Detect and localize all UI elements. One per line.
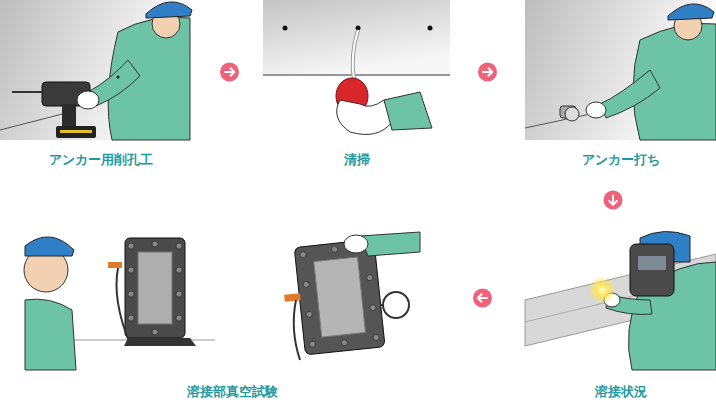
vacuum-test-illustration-part: [176, 243, 182, 249]
flow-connector: [444, 289, 521, 308]
arrow-circle: [604, 191, 623, 210]
vacuum-test-illustration-part: [125, 238, 185, 338]
vacuum-test-illustration-part: [303, 281, 310, 288]
vacuum-test-illustration-part: [152, 241, 158, 247]
arrow-circle: [478, 63, 497, 82]
vacuum-test-illustration: [24, 232, 420, 370]
process-panel: アンカー打ち: [521, 0, 716, 172]
connector-line: [444, 298, 521, 299]
anchor-illustration-part: [668, 4, 714, 20]
vacuum-test-illustration-part: [306, 311, 313, 318]
drilling-illustration-part: [117, 76, 120, 79]
drilling-illustration-part: [77, 91, 99, 109]
drilling-illustration-part: [12, 91, 42, 93]
vacuum-test-illustration-part: [25, 299, 76, 370]
cleaning-illustration-part: [428, 26, 433, 31]
vacuum-test-illustration-part: [373, 334, 380, 341]
anchor-illustration: [525, 0, 716, 140]
vacuum-test-illustration-part: [314, 257, 366, 337]
arrow-head: [489, 68, 493, 76]
flow-connector: [454, 63, 521, 82]
arrow-circle: [473, 289, 492, 308]
cleaning-illustration-part: [337, 100, 392, 134]
welding-illustration-part: [588, 276, 616, 304]
vacuum-test-illustration-part: [176, 315, 182, 321]
cleaning-illustration-part: [353, 30, 358, 80]
anchor-illustration-part: [565, 107, 579, 121]
vacuum-test-illustration-part: [128, 291, 134, 297]
vacuum-test-illustration-part: [176, 267, 182, 273]
process-panel: アンカー用削孔工: [2, 0, 200, 172]
vacuum-test-illustration-part: [25, 237, 74, 256]
anchor-illustration-part: [525, 0, 716, 140]
welding-illustration-part: [638, 256, 666, 270]
arrow-badge: [473, 289, 492, 308]
connector-line: [200, 72, 259, 73]
step-caption: 清掃: [259, 151, 454, 169]
drilling-illustration-part: [56, 126, 96, 138]
vacuum-test-illustration-part: [128, 315, 134, 321]
anchor-illustration-part: [586, 102, 606, 118]
connector-line: [454, 72, 521, 73]
welding-illustration-part: [630, 244, 674, 296]
vacuum-test-illustration-part: [117, 268, 131, 344]
vacuum-test-illustration-part: [360, 232, 420, 256]
vacuum-test-illustration-part: [300, 251, 307, 258]
cleaning-illustration-part: [353, 30, 358, 80]
vacuum-test-illustration-part: [331, 246, 338, 253]
process-panel: 溶接部真空試験: [21, 228, 444, 404]
vacuum-test-illustration-part: [299, 243, 379, 350]
anchor-illustration-part: [600, 70, 660, 118]
vacuum-test-illustration-part: [108, 262, 122, 268]
arrow-badge: [478, 63, 497, 82]
step-caption: アンカー打ち: [521, 151, 716, 169]
arrow-head: [478, 294, 482, 302]
cleaning-illustration-part: [263, 74, 450, 76]
step-caption: 溶接状況: [521, 383, 716, 401]
cleaning-illustration-part: [283, 26, 288, 31]
cleaning-illustration: [263, 0, 450, 134]
vacuum-test-illustration-part: [176, 291, 182, 297]
vacuum-test-illustration-part: [309, 341, 316, 348]
vacuum-test-illustration-part: [344, 235, 368, 253]
step-caption: アンカー用削孔工: [2, 151, 200, 169]
vacuum-test-illustration-part: [294, 239, 385, 355]
drilling-illustration-part: [62, 104, 76, 128]
arrow-badge: [604, 191, 623, 210]
flow-connector: [604, 172, 623, 228]
vacuum-test-illustration-part: [128, 267, 134, 273]
arrow-head: [231, 68, 235, 76]
drilling-illustration-part: [0, 0, 190, 140]
welding-illustration: [525, 231, 716, 370]
step-caption: 溶接部真空試験: [21, 383, 444, 401]
vacuum-test-illustration-part: [128, 243, 134, 249]
vacuum-test-illustration-part: [138, 252, 172, 324]
drilling-illustration: [0, 0, 192, 140]
cleaning-illustration-part: [384, 92, 432, 130]
vacuum-test-illustration-part: [128, 241, 182, 335]
arrow-badge: [220, 63, 239, 82]
vacuum-test-illustration-part: [294, 300, 300, 360]
vacuum-test-illustration-part: [284, 293, 301, 302]
flow-connector: [200, 63, 259, 82]
process-panel: 清掃: [259, 0, 454, 172]
arrow-head: [609, 201, 617, 205]
vacuum-test-illustration-part: [366, 275, 373, 282]
vacuum-test-illustration-part: [124, 338, 196, 346]
vacuum-test-illustration-part: [383, 292, 409, 318]
drilling-illustration-part: [146, 2, 192, 18]
vacuum-test-illustration-part: [152, 329, 158, 335]
process-panel: 溶接状況: [521, 228, 716, 404]
arrow-circle: [220, 63, 239, 82]
vacuum-test-illustration-part: [370, 304, 377, 311]
drilling-illustration-part: [60, 130, 92, 133]
connector-line: [613, 172, 614, 228]
vacuum-test-illustration-part: [341, 340, 348, 347]
